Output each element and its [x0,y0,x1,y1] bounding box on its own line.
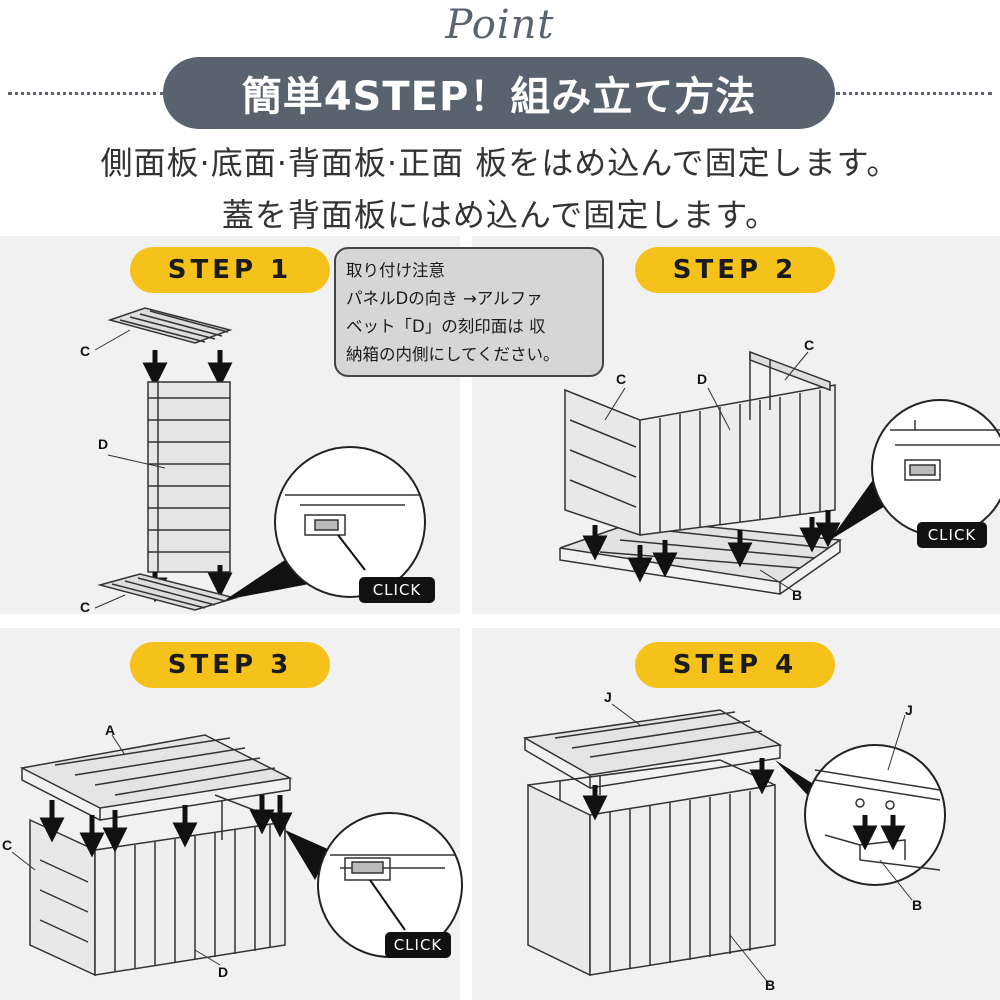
note-line-1: 取り付け注意 [346,261,445,280]
step-3-click-badge: CLICK [385,932,451,958]
step-3-label-c: C [2,837,12,853]
step-2-click-badge: CLICK [917,522,987,548]
note-line-4: 納箱の内側にしてください。 [346,345,560,364]
subtitle-line-2: 蓋を背面板にはめ込んで固定します。 [221,196,779,234]
step-2-badge: STEP 2 [635,247,835,293]
step-4-badge: STEP 4 [635,642,835,688]
step-1-label-c-top: C [80,343,90,359]
step-1-badge: STEP 1 [130,247,330,293]
subtitle-line-1: 側面板·底面·背面板·正面 板をはめ込んで固定します。 [100,144,900,182]
step-1-click-badge: CLICK [359,577,435,603]
step-4-label-j-right: J [905,702,913,718]
step-4-drawing [522,703,946,986]
step-4-label-j-left: J [604,689,612,705]
step-3-label-a: A [105,722,115,738]
step-2-drawing [559,350,1000,595]
step-1-label-d: D [98,436,108,452]
step-3-label-d: D [218,964,228,980]
step-1-drawing [94,307,426,611]
dotted-rule-right [836,92,992,95]
point-script-heading: Point [445,2,555,48]
step-3-drawing [11,734,463,977]
title-text: 簡単4STEP！組み立て方法 [241,74,757,120]
attachment-note-box: 取り付け注意 パネルDの向き →アルファ ベット「D」の刻印面は 収 納箱の内側… [334,247,604,377]
step-2-label-c-right: C [804,337,814,353]
step-2-label-d: D [697,371,707,387]
step-4-label-b-zoom: B [912,897,922,913]
dotted-rule-left [8,92,164,95]
note-line-2: パネルDの向き →アルファ [346,289,543,308]
title-banner: 簡単4STEP！組み立て方法 [163,57,835,129]
step-4-label-b: B [765,977,775,993]
note-line-3: ベット「D」の刻印面は 収 [346,317,546,336]
step-1-label-c-bottom: C [80,599,90,615]
step-2-label-b: B [792,587,802,603]
step-3-badge: STEP 3 [130,642,330,688]
step-2-label-c-left: C [616,371,626,387]
